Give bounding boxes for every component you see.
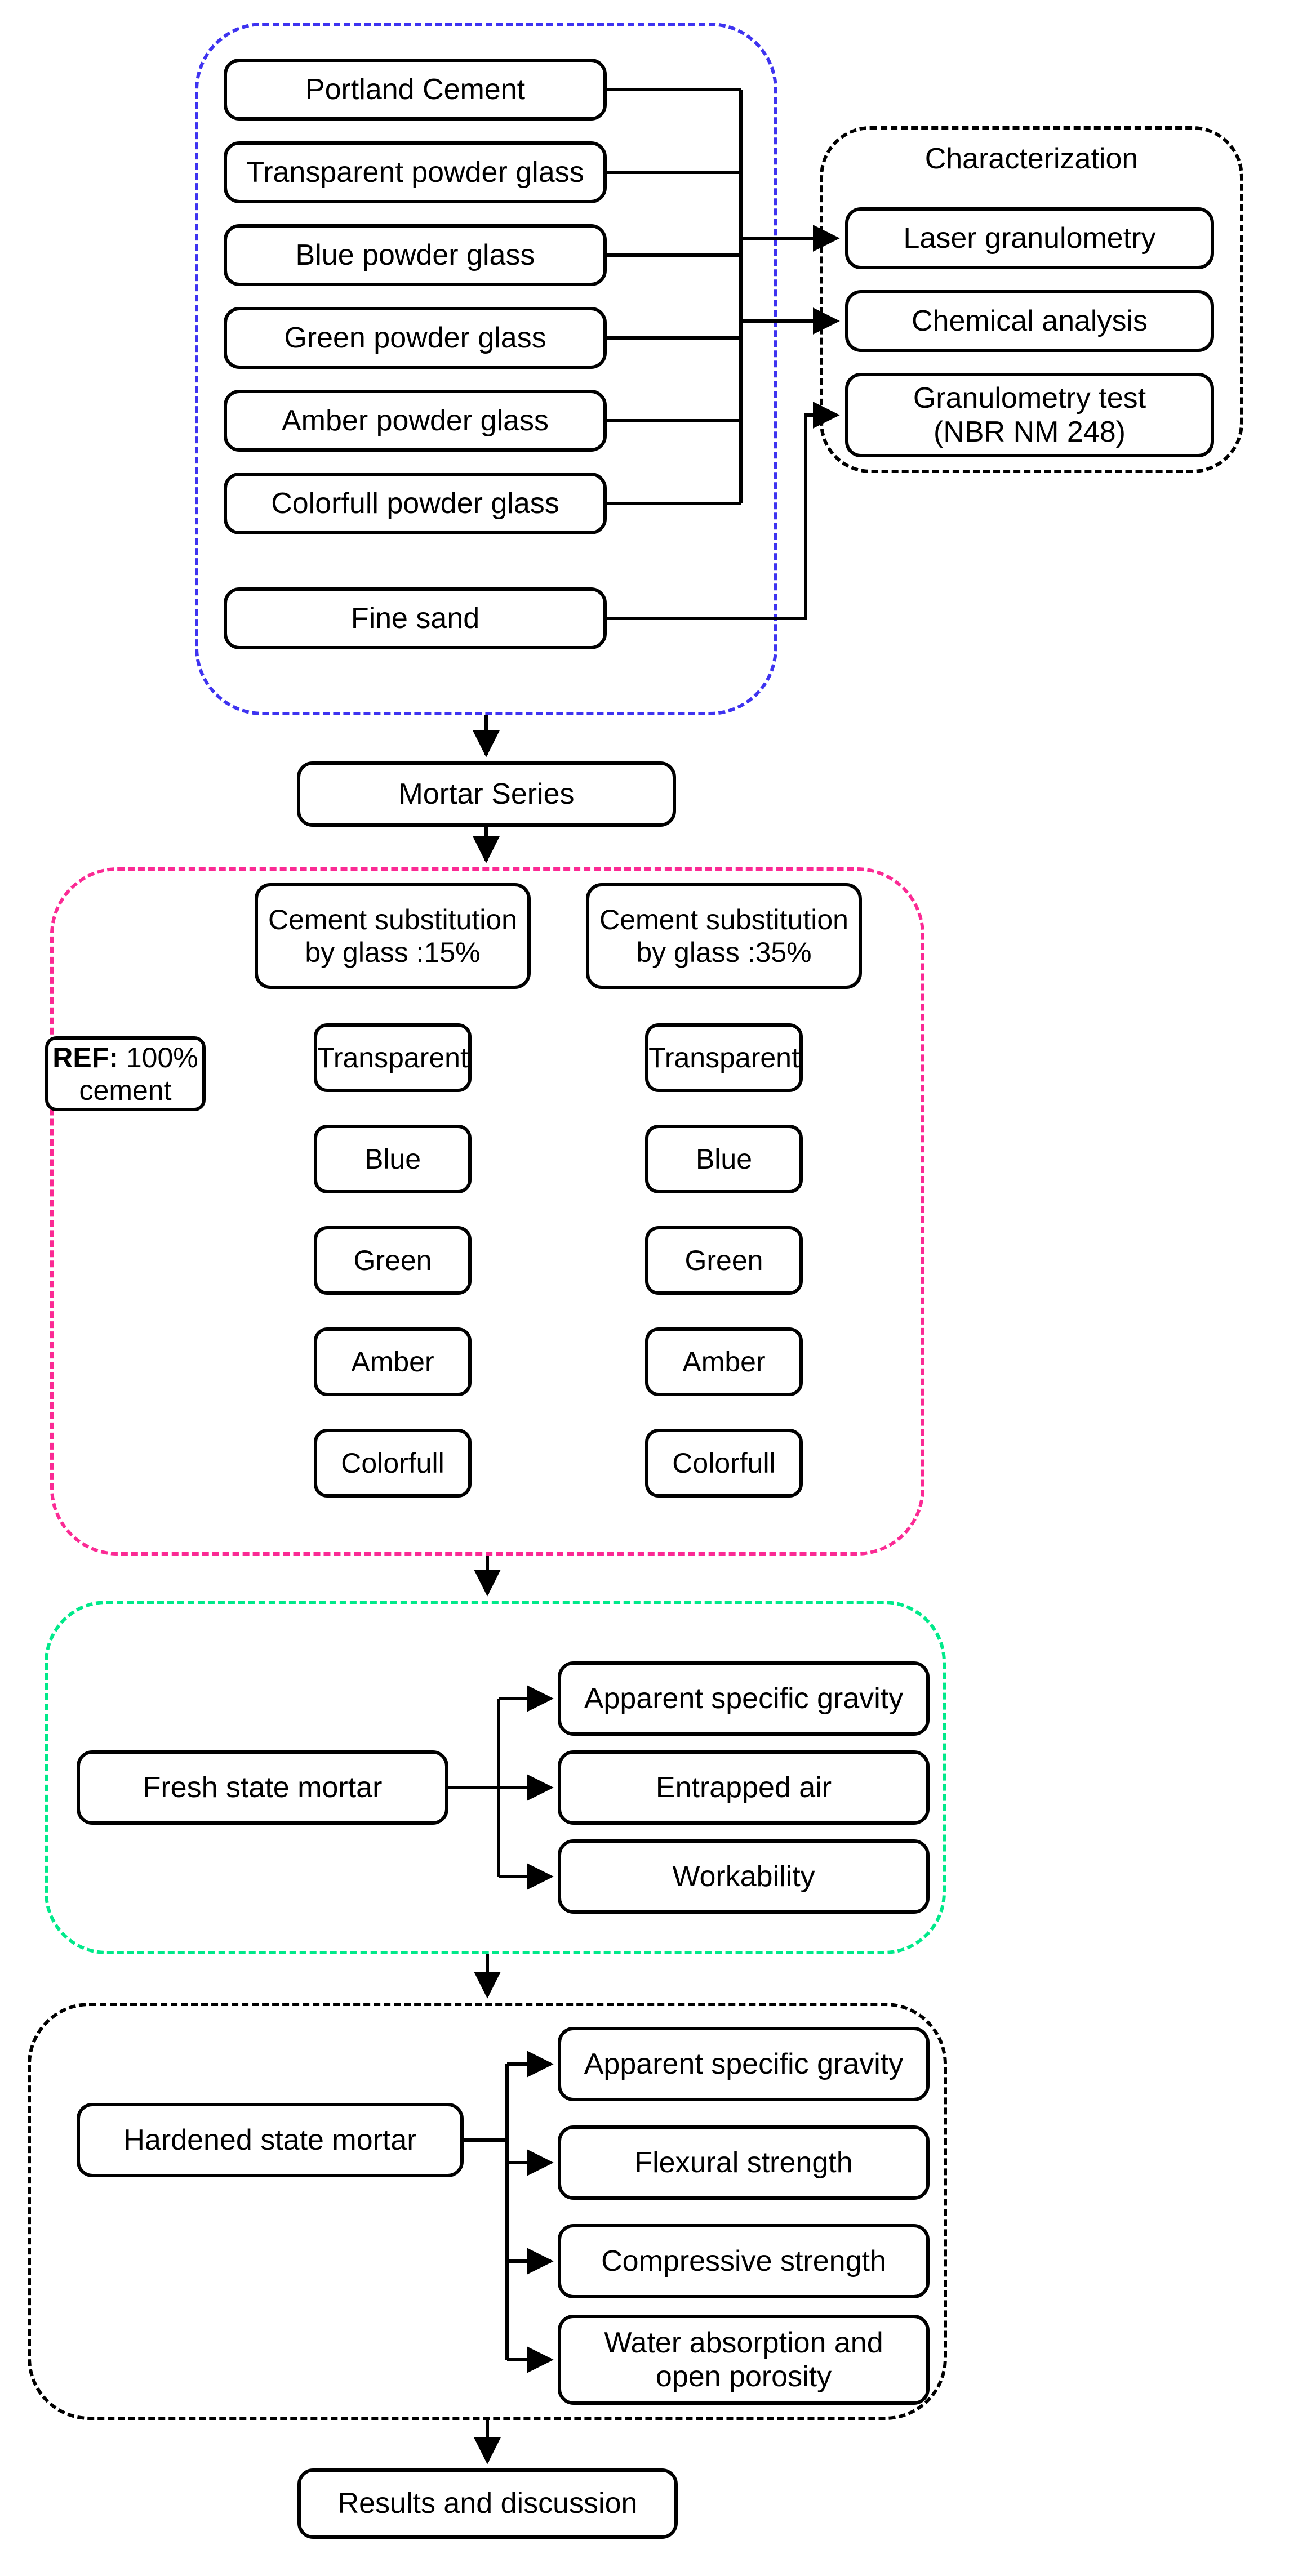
box-entrapped-air: Entrapped air: [558, 1750, 930, 1825]
box-ref-cement: REF: 100% cement: [45, 1036, 206, 1111]
box-label: Fine sand: [350, 601, 480, 635]
box-15-amber: Amber: [314, 1327, 472, 1396]
box-granulometry-test: Granulometry test (NBR NM 248): [845, 373, 1214, 457]
box-laser-granulometry: Laser granulometry: [845, 207, 1214, 269]
arrow-fine-sand-to-granulometry-test: [607, 402, 840, 620]
hardened-state-container: [28, 2003, 947, 2420]
box-label-line2: open porosity: [655, 2360, 832, 2393]
box-portland-cement: Portland Cement: [224, 59, 607, 121]
box-label: Entrapped air: [655, 1771, 832, 1804]
box-15-green: Green: [314, 1226, 472, 1295]
box-label: Green: [353, 1245, 432, 1276]
characterization-title: Characterization: [924, 142, 1139, 175]
box-fine-sand: Fine sand: [224, 587, 607, 649]
box-15-blue: Blue: [314, 1125, 472, 1193]
box-colorfull-powder-glass: Colorfull powder glass: [224, 473, 607, 534]
box-transparent-powder-glass: Transparent powder glass: [224, 141, 607, 203]
box-fresh-apparent-specific-gravity: Apparent specific gravity: [558, 1661, 930, 1736]
characterization-container: [820, 126, 1243, 473]
box-hardened-state-mortar: Hardened state mortar: [77, 2103, 464, 2177]
series-container: [50, 867, 924, 1556]
box-results-discussion: Results and discussion: [297, 2468, 678, 2539]
box-label: Flexural strength: [634, 2146, 853, 2179]
box-label: Colorfull: [341, 1447, 444, 1479]
box-label-line2: by glass :35%: [636, 937, 812, 968]
box-chemical-analysis: Chemical analysis: [845, 290, 1214, 352]
box-label: Apparent specific gravity: [584, 1682, 904, 1715]
box-substitution-15: Cement substitution by glass :15%: [255, 883, 531, 989]
box-label: Laser granulometry: [903, 221, 1156, 255]
box-label-line1: Water absorption and: [604, 2326, 883, 2359]
box-blue-powder-glass: Blue powder glass: [224, 224, 607, 286]
box-35-transparent: Transparent: [645, 1023, 803, 1092]
box-label: Amber: [682, 1346, 766, 1378]
box-label: Chemical analysis: [911, 304, 1148, 337]
box-workability: Workability: [558, 1839, 930, 1914]
box-label: Blue powder glass: [295, 238, 535, 271]
box-15-transparent: Transparent: [314, 1023, 472, 1092]
box-35-blue: Blue: [645, 1125, 803, 1193]
box-label-line1: Cement substitution: [599, 904, 848, 935]
box-label: Blue: [695, 1143, 753, 1175]
box-label: Compressive strength: [601, 2244, 886, 2278]
box-compressive-strength: Compressive strength: [558, 2224, 930, 2298]
box-label-line2: by glass :15%: [305, 937, 481, 968]
box-label: Results and discussion: [337, 2487, 638, 2520]
box-hardened-apparent-specific-gravity: Apparent specific gravity: [558, 2027, 930, 2101]
box-label-line2: (NBR NM 248): [934, 416, 1126, 448]
box-label: Green powder glass: [284, 321, 546, 354]
box-flexural-strength: Flexural strength: [558, 2125, 930, 2200]
box-35-colorfull: Colorfull: [645, 1429, 803, 1498]
box-label: Colorfull: [672, 1447, 776, 1479]
box-label: Hardened state mortar: [123, 2123, 417, 2156]
box-label-line1: REF: 100%: [52, 1041, 198, 1073]
box-label: Portland Cement: [305, 73, 526, 106]
box-label-line2: cement: [79, 1074, 172, 1106]
box-label: Transparent: [648, 1042, 799, 1073]
box-label: Workability: [672, 1860, 815, 1893]
box-label: Blue: [364, 1143, 421, 1175]
fresh-state-container: [45, 1601, 946, 1954]
box-35-green: Green: [645, 1226, 803, 1295]
box-label-line1: Granulometry test: [913, 381, 1146, 415]
materials-container: [195, 23, 777, 715]
box-substitution-35: Cement substitution by glass :35%: [586, 883, 862, 989]
box-35-amber: Amber: [645, 1327, 803, 1396]
box-label-line1: Cement substitution: [268, 904, 517, 935]
box-label: Amber powder glass: [282, 404, 549, 437]
box-mortar-series: Mortar Series: [297, 761, 676, 827]
box-label: Apparent specific gravity: [584, 2047, 904, 2080]
box-label: Fresh state mortar: [143, 1771, 383, 1804]
box-label: Green: [684, 1245, 763, 1276]
box-amber-powder-glass: Amber powder glass: [224, 390, 607, 452]
box-label: Mortar Series: [398, 777, 575, 810]
box-label: Colorfull powder glass: [271, 487, 559, 520]
box-label: Transparent powder glass: [246, 155, 584, 189]
box-label: Amber: [351, 1346, 434, 1378]
box-water-absorption: Water absorption and open porosity: [558, 2315, 930, 2405]
box-label: Transparent: [317, 1042, 468, 1073]
box-fresh-state-mortar: Fresh state mortar: [77, 1750, 448, 1825]
box-green-powder-glass: Green powder glass: [224, 307, 607, 369]
box-15-colorfull: Colorfull: [314, 1429, 472, 1498]
